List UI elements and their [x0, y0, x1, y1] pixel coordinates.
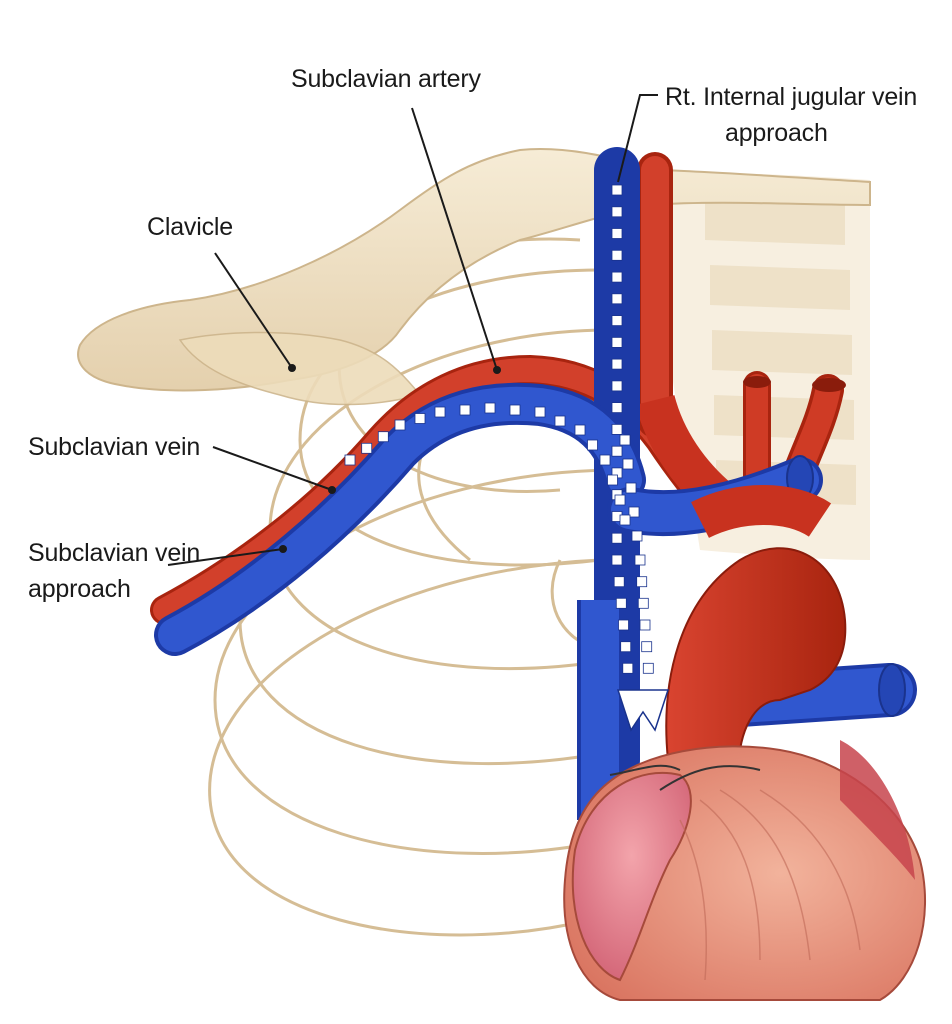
path-dot [611, 249, 623, 261]
path-dot [625, 482, 637, 494]
path-dot [611, 228, 623, 239]
path-dot [618, 619, 629, 631]
path-dot [344, 454, 356, 466]
path-dot [631, 530, 643, 542]
aorta [665, 485, 847, 772]
path-dot [554, 415, 566, 427]
path-dot [434, 406, 446, 418]
path-dot [587, 439, 598, 451]
path-dot [611, 336, 623, 348]
path-dot [622, 662, 634, 674]
path-dot [509, 404, 521, 416]
path-dot [534, 406, 546, 418]
path-dot [611, 532, 623, 544]
path-dot [414, 413, 426, 424]
path-dot [639, 619, 651, 631]
path-dot [377, 431, 389, 443]
path-dot [613, 576, 625, 588]
path-dot [641, 641, 653, 653]
path-dot [611, 445, 623, 457]
approach-arrowhead [616, 689, 670, 732]
path-dot [622, 458, 634, 470]
label-clavicle: Clavicle [147, 213, 233, 241]
heart [563, 740, 927, 1001]
path-dot [619, 514, 631, 526]
label-ij-approach-line1: Rt. Internal jugular vein [665, 83, 918, 111]
path-dot [394, 419, 406, 431]
path-dot [611, 358, 623, 370]
path-dot [611, 402, 623, 414]
path-dot [628, 506, 640, 518]
path-dot [611, 206, 623, 218]
path-dot [484, 402, 496, 414]
path-dot [611, 293, 623, 305]
path-dot [637, 597, 649, 609]
label-ij-approach-line2: approach [725, 119, 828, 147]
path-dot [607, 474, 618, 486]
label-sv-approach-line2: approach [28, 575, 131, 603]
path-dot [611, 423, 623, 435]
sv-dots [344, 402, 631, 526]
path-dot [611, 554, 623, 566]
label-subclavian-artery: Subclavian artery [291, 65, 481, 93]
path-dot [642, 662, 654, 674]
path-dot [611, 184, 623, 196]
label-subclavian-vein: Subclavian vein [28, 433, 201, 461]
path-dot [574, 424, 586, 436]
path-dot [634, 554, 646, 566]
leader-dots [279, 364, 501, 553]
path-dot [619, 434, 631, 446]
leader-lines [167, 94, 658, 566]
label-sv-approach-line1: Subclavian vein [28, 539, 201, 567]
path-dot [459, 404, 471, 416]
path-dot [611, 380, 623, 392]
path-dot [636, 576, 648, 588]
path-dot [611, 271, 623, 283]
path-dot [615, 597, 627, 609]
path-dot [599, 454, 611, 466]
path-dot [361, 442, 373, 454]
path-dot [611, 315, 623, 327]
path-dot [620, 641, 632, 653]
path-dot [614, 494, 626, 506]
